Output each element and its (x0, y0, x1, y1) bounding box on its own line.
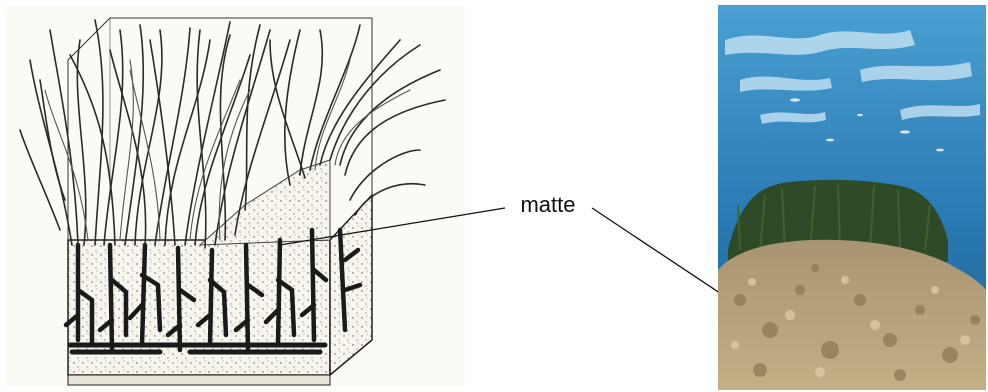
seagrass-matte-block-drawing-icon (5, 5, 465, 387)
matte-label: matte (520, 192, 575, 217)
underwater-matte-photo-icon (718, 5, 986, 390)
